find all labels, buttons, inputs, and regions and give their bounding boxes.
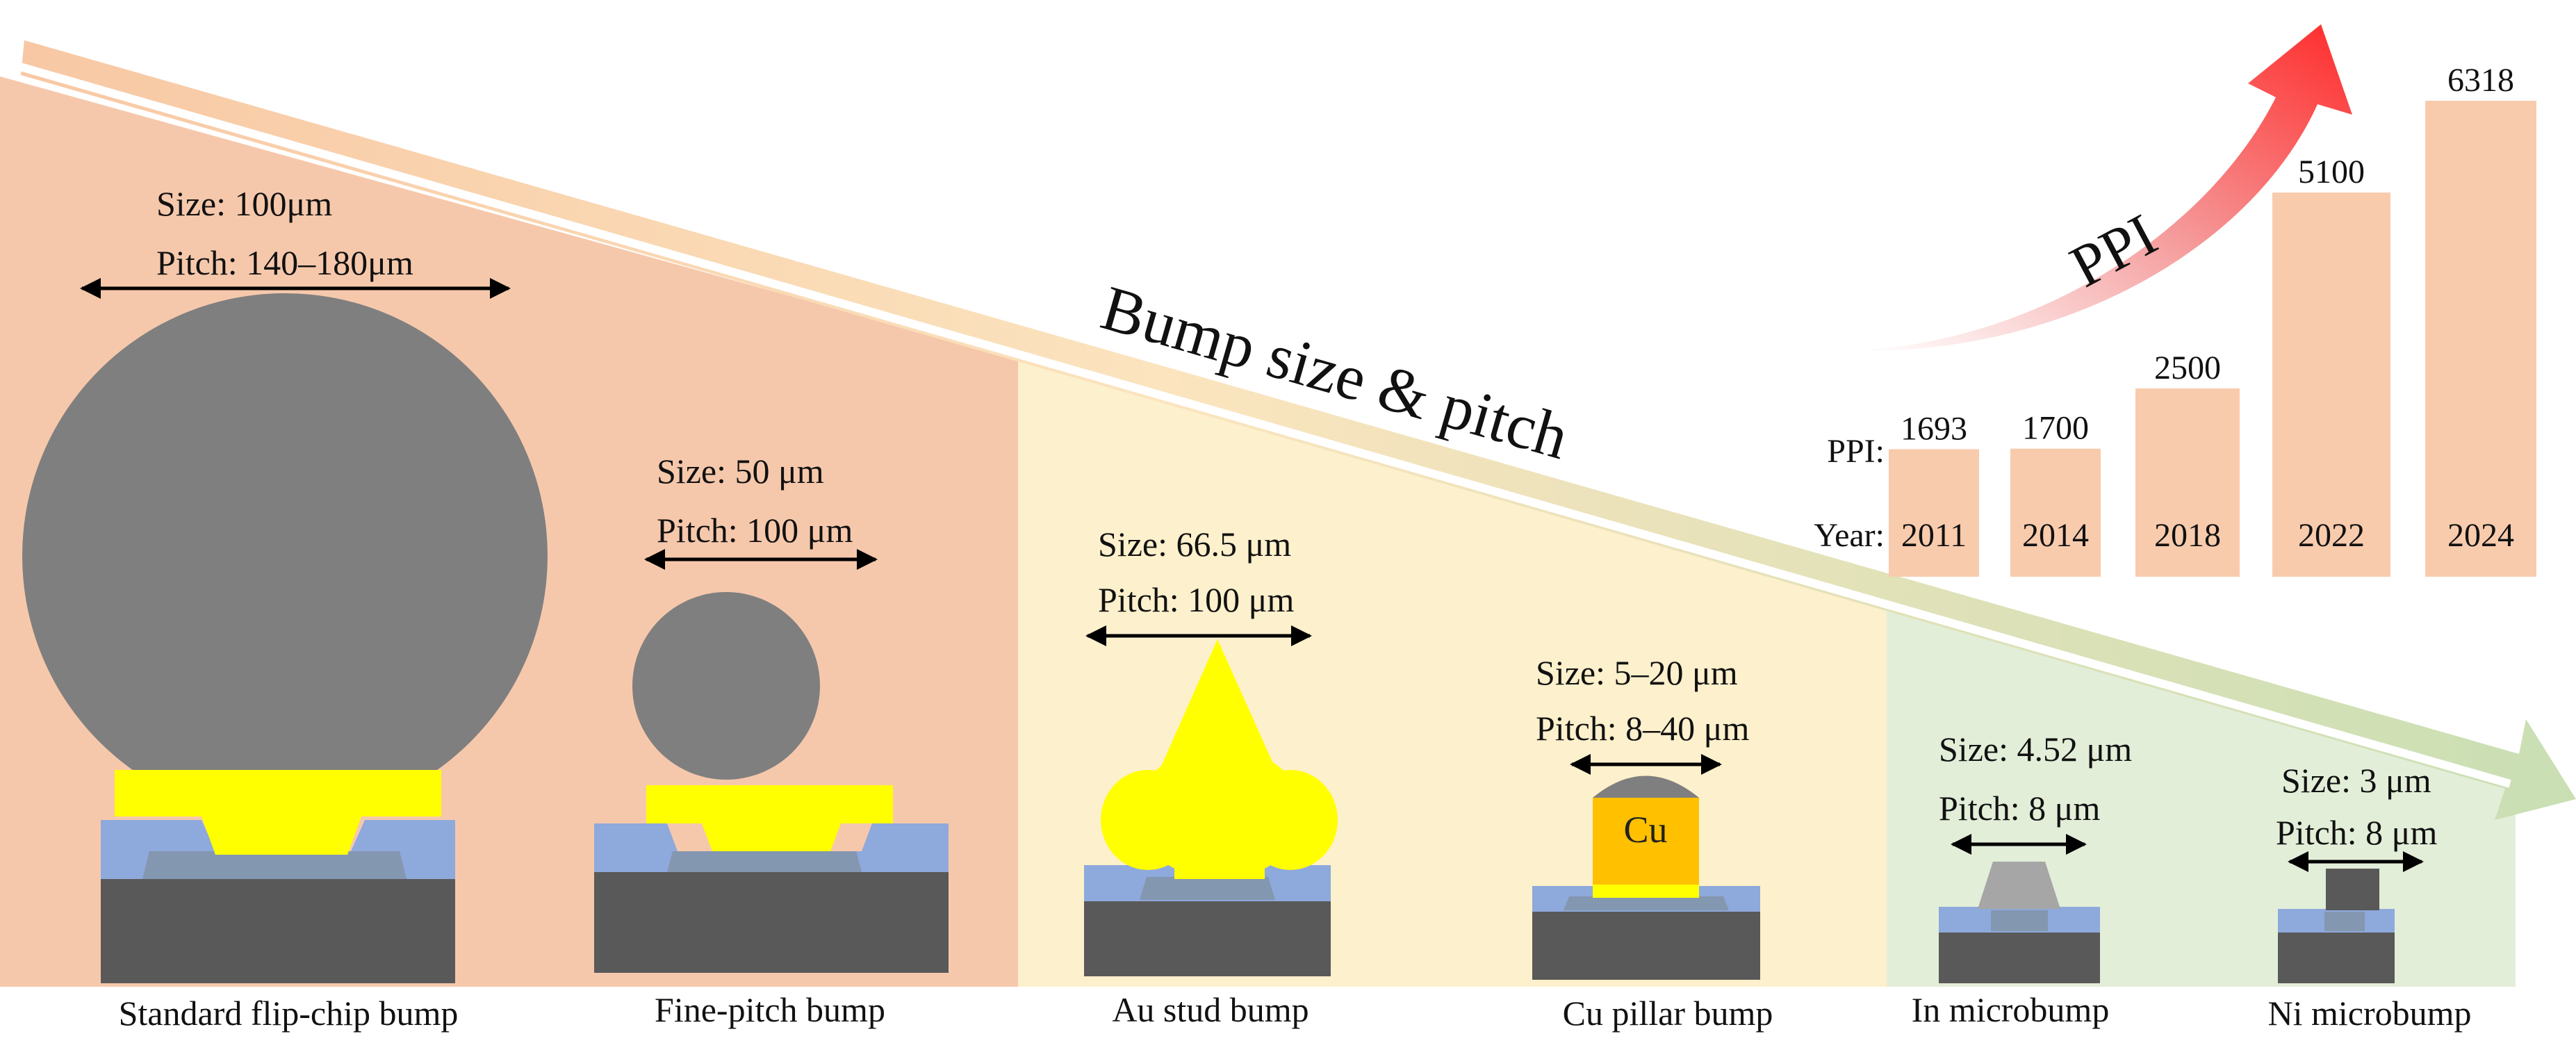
ubm-layer xyxy=(646,785,893,851)
cu-pillar-bump: Cu xyxy=(1532,775,1760,980)
ni-microbump xyxy=(2278,869,2395,983)
bump-5-caption: In microbump xyxy=(1912,990,2110,1029)
year-tick-label: 2018 xyxy=(2154,517,2221,554)
cu-pillar xyxy=(1593,798,1699,885)
au-stud xyxy=(1101,639,1338,879)
bond-pad xyxy=(142,851,407,879)
au-stud-bump xyxy=(1084,639,1338,976)
ppi-bar-2024 xyxy=(2425,101,2536,577)
substrate xyxy=(101,879,455,983)
bump-1-pitch: Pitch: 140–180μm xyxy=(156,243,413,282)
ubm-layer xyxy=(1593,882,1699,898)
solder-ball xyxy=(632,592,820,780)
substrate xyxy=(1532,910,1760,980)
indium-bump xyxy=(1978,862,2060,909)
year-tick-label: 2024 xyxy=(2447,517,2514,554)
ppi-value-label: 2500 xyxy=(2154,350,2221,386)
ppi-value-label: 6318 xyxy=(2447,62,2514,99)
year-tick-label: 2022 xyxy=(2298,517,2365,554)
substrate xyxy=(1084,900,1331,976)
fine-pitch-bump xyxy=(594,592,949,973)
bump-3-pitch: Pitch: 100 μm xyxy=(1098,580,1294,619)
bump-6-caption: Ni microbump xyxy=(2267,994,2471,1033)
bump-1-caption: Standard flip-chip bump xyxy=(119,994,459,1033)
ppi-value-label: 5100 xyxy=(2298,154,2365,190)
ppi-arrow-label: PPI xyxy=(2060,201,2167,300)
standard-flip-chip-bump xyxy=(22,293,548,983)
bump-4-caption: Cu pillar bump xyxy=(1563,994,1773,1033)
ppi-row-label: PPI: xyxy=(1827,433,1885,470)
cu-pillar-label: Cu xyxy=(1623,809,1667,851)
bump-2-size: Size: 50 μm xyxy=(657,452,824,491)
ppi-bar-2011 xyxy=(1889,449,1979,577)
bond-pad xyxy=(1140,877,1275,900)
trend-band-divider xyxy=(9,60,2511,788)
bump-4-size: Size: 5–20 μm xyxy=(1536,653,1738,692)
substrate xyxy=(594,872,949,973)
bump-4-pitch: Pitch: 8–40 μm xyxy=(1536,709,1749,748)
bond-pad xyxy=(1564,896,1729,910)
bump-2-pitch: Pitch: 100 μm xyxy=(657,511,853,550)
bond-pad xyxy=(2324,912,2365,931)
ppi-value-label: 1700 xyxy=(2022,410,2089,447)
bond-pad xyxy=(1991,910,2048,931)
solder-ball xyxy=(22,293,548,819)
ubm-layer xyxy=(115,770,441,855)
ppi-bar-2014 xyxy=(2010,448,2101,577)
year-tick-label: 2011 xyxy=(1901,517,1967,554)
solder-cap xyxy=(1593,775,1699,798)
bump-6-size: Size: 3 μm xyxy=(2281,761,2431,800)
year-row-label: Year: xyxy=(1814,517,1885,554)
substrate xyxy=(1939,931,2100,983)
bump-5-size: Size: 4.52 μm xyxy=(1939,730,2132,769)
year-tick-label: 2014 xyxy=(2022,517,2089,554)
in-microbump xyxy=(1939,862,2100,983)
bump-2-caption: Fine-pitch bump xyxy=(655,990,885,1029)
ppi-bar-chart: 1693 2011 1700 2014 2500 2018 5100 2022 6318 2024… xyxy=(1814,62,2536,577)
ppi-bar-2022 xyxy=(2272,192,2390,577)
ppi-bar-2018 xyxy=(2135,388,2240,577)
trend-band-arrow xyxy=(21,40,2576,820)
ppi-value-label: 1693 xyxy=(1901,410,1967,447)
ppi-trend-arrow xyxy=(1854,24,2352,352)
bump-3-size: Size: 66.5 μm xyxy=(1098,525,1291,564)
bump-6-pitch: Pitch: 8 μm xyxy=(2276,813,2437,852)
bump-5-pitch: Pitch: 8 μm xyxy=(1939,789,2100,828)
bond-pad xyxy=(667,851,862,872)
bump-3-caption: Au stud bump xyxy=(1112,990,1308,1029)
substrate xyxy=(2278,931,2395,983)
bump-1-size: Size: 100μm xyxy=(156,184,332,223)
nickel-bump xyxy=(2326,869,2379,910)
